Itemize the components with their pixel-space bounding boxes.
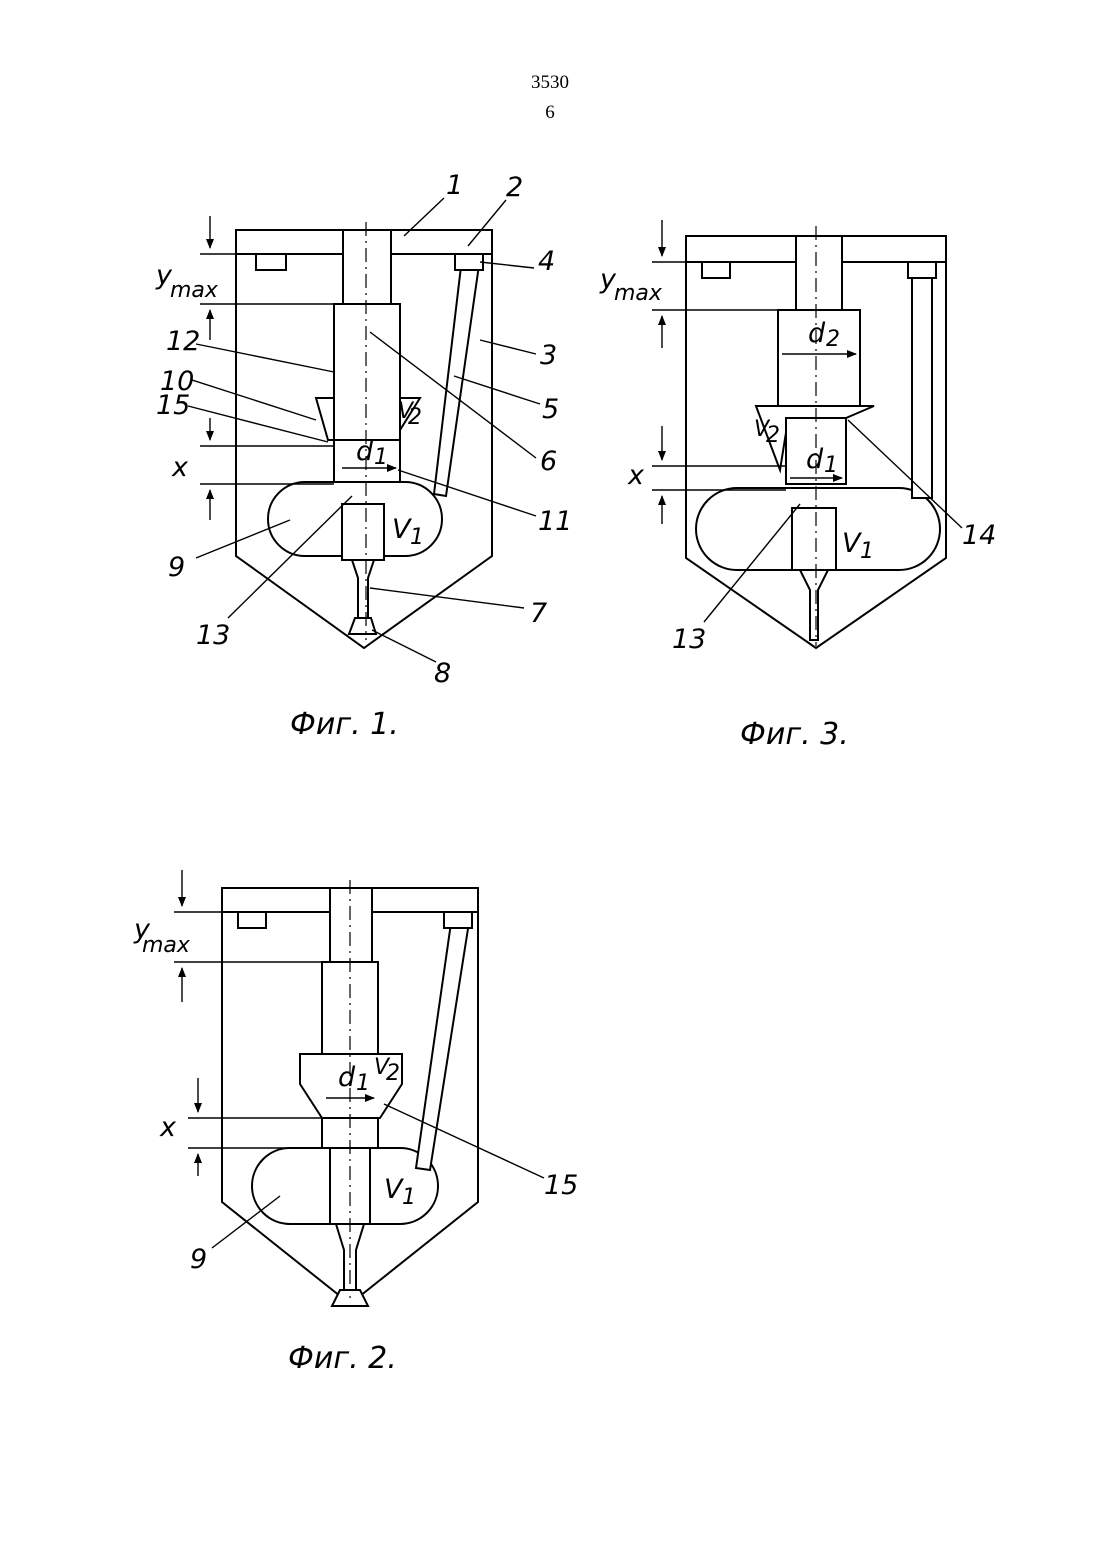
fig1-ymax-sub: max: [170, 278, 219, 303]
figure-2: y max x d 1 V 1 V 2 15 9 Фиг. 2.: [133, 870, 578, 1376]
fig1-V1-sub: 1: [410, 525, 424, 550]
fig1-label-4: 4: [538, 246, 555, 277]
fig3-d1-symbol: d: [806, 444, 824, 475]
fig1-label-1: 1: [446, 170, 463, 201]
fig1-label-3: 3: [540, 340, 557, 371]
fig1-d1-sub: 1: [374, 445, 388, 470]
fig1-label-12: 12: [166, 326, 200, 357]
fig3-label-14: 14: [962, 520, 996, 551]
fig3-d2-symbol: d: [808, 318, 826, 349]
fig2-d1-symbol: d: [338, 1062, 356, 1093]
fig2-label-9: 9: [190, 1244, 207, 1275]
fig3-ymax-sub: max: [614, 281, 663, 306]
fig1-label-13: 13: [196, 620, 230, 651]
fig1-label-8: 8: [434, 658, 451, 689]
fig3-d1-sub: 1: [824, 453, 838, 478]
fig2-x-symbol: x: [159, 1112, 177, 1143]
fig2-ymax-sub: max: [142, 933, 191, 958]
fig1-d1-symbol: d: [356, 436, 374, 467]
fig2-V1-sub: 1: [402, 1185, 416, 1210]
fig2-d1-sub: 1: [356, 1071, 370, 1096]
fig1-label-5: 5: [542, 394, 559, 425]
fig3-x-symbol: x: [627, 460, 645, 491]
fig2-caption: Фиг. 2.: [288, 1341, 397, 1376]
fig2-V2-sub: 2: [386, 1061, 400, 1086]
fig1-label-6: 6: [540, 446, 557, 477]
figure-3: y max x d 2 d 1 V 1 V 2 14 13: [599, 220, 996, 752]
fig1-label-2: 2: [506, 172, 523, 203]
fig1-label-15: 15: [156, 390, 190, 421]
fig3-d2-sub: 2: [826, 327, 840, 352]
fig3-caption: Фиг. 3.: [740, 717, 849, 752]
fig3-V2-sub: 2: [766, 423, 780, 448]
fig2-label-15: 15: [544, 1170, 578, 1201]
fig1-V2-sub: 2: [408, 405, 422, 430]
fig1-label-11: 11: [538, 506, 572, 537]
fig1-x-symbol: x: [171, 452, 189, 483]
fig3-label-13: 13: [672, 624, 706, 655]
fig3-V1-sub: 1: [860, 539, 874, 564]
fig3-cavities: [696, 236, 940, 640]
figure-1: y max x d 1 V 1 V 2 1 2 4: [155, 170, 572, 742]
fig1-caption: Фиг. 1.: [290, 707, 399, 742]
fig1-label-7: 7: [530, 598, 547, 629]
fig1-label-9: 9: [168, 552, 185, 583]
